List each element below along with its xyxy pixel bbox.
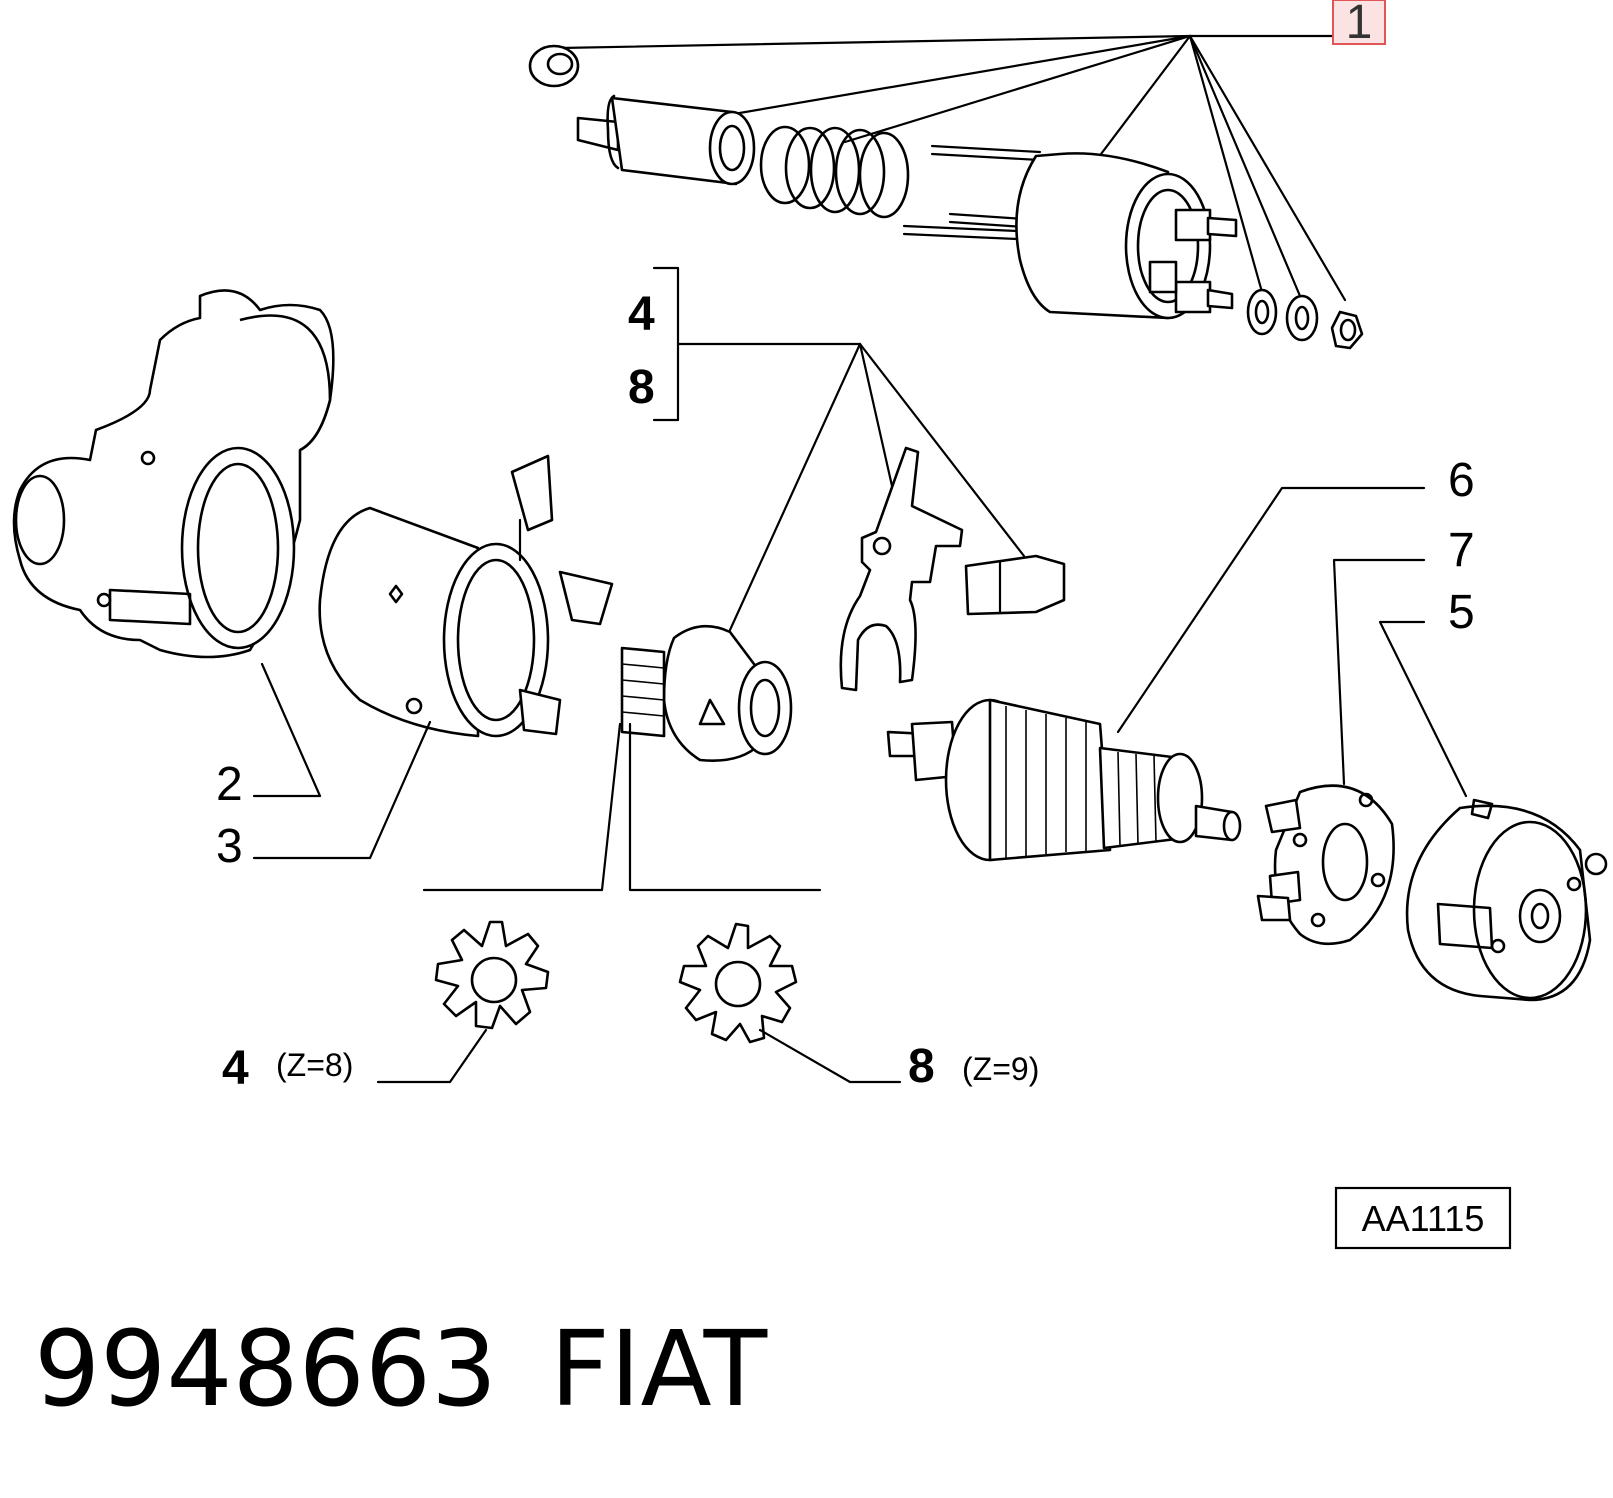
- washer-part: [1246, 288, 1278, 336]
- pinion-leaders: [422, 722, 822, 892]
- callout-2: 2: [216, 758, 243, 811]
- leader-callout-7: [1332, 558, 1426, 786]
- drive-end-housing: [12, 289, 335, 659]
- solenoid-assembly: [528, 44, 1364, 350]
- spring-part: [759, 125, 910, 219]
- footer-part-number: 9948663: [34, 1308, 497, 1430]
- callout-1-box: 1: [1332, 0, 1386, 49]
- nut-part: [1330, 310, 1364, 350]
- reference-code-box: AA1115: [1334, 1186, 1512, 1250]
- shift-lever: [839, 446, 964, 692]
- leader-callout-2: [252, 662, 322, 798]
- callout-5: 5: [1448, 586, 1475, 639]
- pinion-gear-z9: [678, 922, 798, 1044]
- leader-callout-6: [1116, 486, 1426, 734]
- note-z8: (Z=8): [276, 1047, 353, 1083]
- footer-brand: FIAT: [550, 1308, 768, 1430]
- leader-gears: [376, 1028, 902, 1084]
- plunger-part: [576, 94, 756, 186]
- callout-3: 3: [216, 820, 243, 873]
- solenoid-body: [902, 144, 1238, 320]
- drive-pinion-clutch: [620, 624, 793, 762]
- callout-6: 6: [1448, 454, 1475, 507]
- reference-code: AA1115: [1362, 1198, 1485, 1239]
- callout-8-pinion: 8: [908, 1040, 935, 1093]
- field-frame: [318, 454, 614, 738]
- callout-8-bracket: 8: [628, 361, 655, 414]
- leader-lines-callout-1: [558, 34, 1347, 302]
- spring-washer-part: [1285, 294, 1319, 342]
- pinion-gear-z8: [434, 920, 550, 1030]
- callout-4-bracket: 4: [628, 288, 655, 341]
- note-z9: (Z=9): [962, 1051, 1039, 1087]
- leader-callout-5: [1378, 620, 1468, 798]
- callout-7: 7: [1448, 524, 1475, 577]
- leader-callout-3: [252, 720, 432, 860]
- lever-pad: [964, 554, 1066, 616]
- bracket-callout-4-8: [652, 266, 1026, 632]
- armature: [886, 698, 1242, 862]
- callout-4-pinion: 4: [222, 1042, 249, 1095]
- end-cover: [1405, 798, 1608, 1002]
- brush-holder: [1256, 784, 1395, 946]
- bushing-part: [528, 44, 580, 88]
- callout-1: 1: [1346, 0, 1373, 49]
